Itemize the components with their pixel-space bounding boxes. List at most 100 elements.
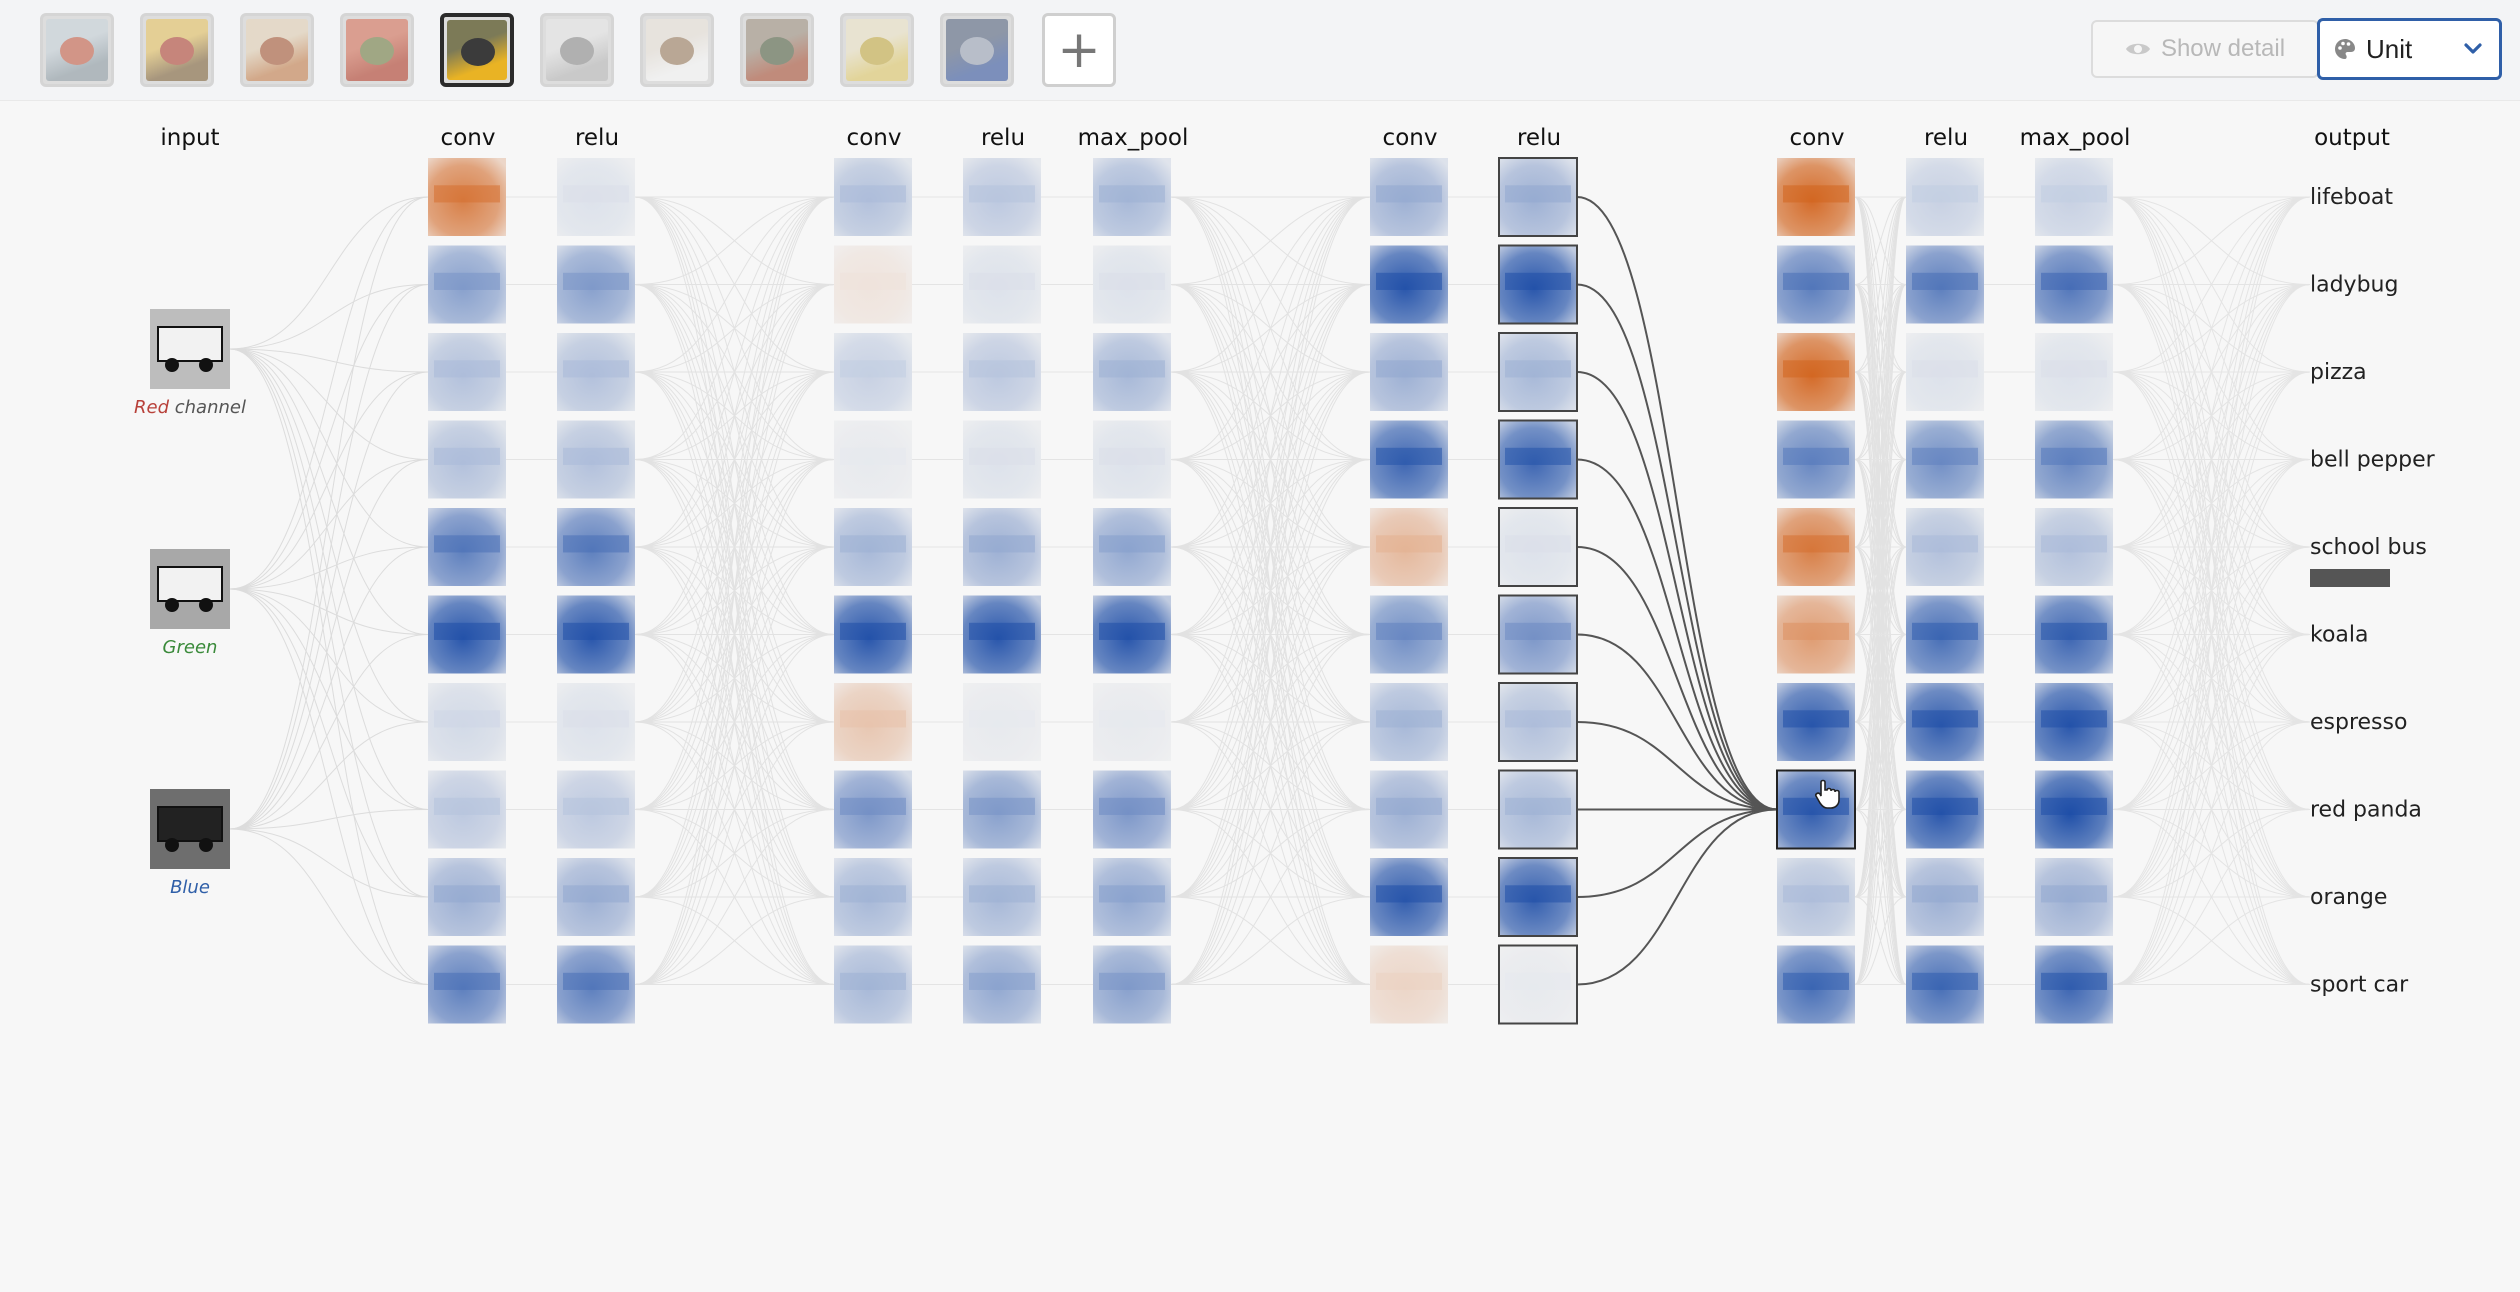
relu-2-node-5[interactable] xyxy=(963,508,1041,586)
red-channel-input[interactable] xyxy=(150,309,230,389)
relu-4-node-3[interactable] xyxy=(1906,333,1984,411)
relu-4-node-10[interactable] xyxy=(1906,945,1984,1024)
relu-2-node-3[interactable] xyxy=(963,333,1041,411)
relu-3-node-5[interactable] xyxy=(1498,507,1578,587)
relu-4-node-8[interactable] xyxy=(1906,770,1984,849)
relu-1-node-3[interactable] xyxy=(557,333,635,411)
conv-1-node-2[interactable] xyxy=(428,245,506,324)
conv-3-node-7[interactable] xyxy=(1370,683,1448,761)
maxpool-2-node-2[interactable] xyxy=(2035,245,2113,324)
conv-4-node-7[interactable] xyxy=(1777,683,1855,761)
conv-2-node-1[interactable] xyxy=(834,158,912,236)
thumbnail-red-panda[interactable] xyxy=(740,13,814,87)
maxpool-1-node-3[interactable] xyxy=(1093,333,1171,411)
conv-3-node-8[interactable] xyxy=(1370,770,1448,849)
relu-1-node-4[interactable] xyxy=(557,420,635,499)
maxpool-2-node-4[interactable] xyxy=(2035,420,2113,499)
relu-3-node-9[interactable] xyxy=(1498,857,1578,937)
maxpool-1-node-10[interactable] xyxy=(1093,945,1171,1024)
conv-4-node-9[interactable] xyxy=(1777,858,1855,936)
conv-4-node-8[interactable] xyxy=(1776,769,1856,850)
relu-3-node-8[interactable] xyxy=(1498,769,1578,850)
conv-4-node-1[interactable] xyxy=(1777,158,1855,236)
relu-4-node-7[interactable] xyxy=(1906,683,1984,761)
output-class-label[interactable]: sport car xyxy=(2310,973,2409,998)
output-class-label[interactable]: koala xyxy=(2310,623,2369,648)
conv-2-node-10[interactable] xyxy=(834,945,912,1024)
relu-1-node-10[interactable] xyxy=(557,945,635,1024)
maxpool-2-node-6[interactable] xyxy=(2035,595,2113,674)
maxpool-1-node-2[interactable] xyxy=(1093,245,1171,324)
conv-2-node-9[interactable] xyxy=(834,858,912,936)
conv-4-node-3[interactable] xyxy=(1777,333,1855,411)
relu-4-node-4[interactable] xyxy=(1906,420,1984,499)
relu-3-node-1[interactable] xyxy=(1498,157,1578,237)
conv-1-node-9[interactable] xyxy=(428,858,506,936)
relu-3-node-2[interactable] xyxy=(1498,244,1578,325)
conv-3-node-1[interactable] xyxy=(1370,158,1448,236)
maxpool-2-node-10[interactable] xyxy=(2035,945,2113,1024)
thumbnail-koala[interactable] xyxy=(540,13,614,87)
conv-4-node-4[interactable] xyxy=(1777,420,1855,499)
conv-2-node-4[interactable] xyxy=(834,420,912,499)
conv-4-node-5[interactable] xyxy=(1777,508,1855,586)
relu-3-node-3[interactable] xyxy=(1498,332,1578,412)
conv-3-node-6[interactable] xyxy=(1370,595,1448,674)
blue-channel-input[interactable] xyxy=(150,789,230,869)
conv-3-node-5[interactable] xyxy=(1370,508,1448,586)
relu-2-node-6[interactable] xyxy=(963,595,1041,674)
add-image-button[interactable]: + xyxy=(1042,13,1116,87)
output-class-label[interactable]: orange xyxy=(2310,885,2387,910)
relu-2-node-2[interactable] xyxy=(963,245,1041,324)
relu-1-node-6[interactable] xyxy=(557,595,635,674)
conv-1-node-10[interactable] xyxy=(428,945,506,1024)
green-channel-input[interactable] xyxy=(150,549,230,629)
thumbnail-school-bus[interactable] xyxy=(440,13,514,87)
conv-2-node-8[interactable] xyxy=(834,770,912,849)
conv-3-node-2[interactable] xyxy=(1370,245,1448,324)
maxpool-2-node-3[interactable] xyxy=(2035,333,2113,411)
maxpool-2-node-8[interactable] xyxy=(2035,770,2113,849)
conv-1-node-6[interactable] xyxy=(428,595,506,674)
relu-1-node-7[interactable] xyxy=(557,683,635,761)
conv-4-node-2[interactable] xyxy=(1777,245,1855,324)
relu-2-node-10[interactable] xyxy=(963,945,1041,1024)
relu-2-node-8[interactable] xyxy=(963,770,1041,849)
maxpool-2-node-9[interactable] xyxy=(2035,858,2113,936)
thumbnail-pizza[interactable] xyxy=(240,13,314,87)
maxpool-1-node-9[interactable] xyxy=(1093,858,1171,936)
output-class-label[interactable]: ladybug xyxy=(2310,273,2398,298)
maxpool-1-node-5[interactable] xyxy=(1093,508,1171,586)
conv-4-node-10[interactable] xyxy=(1777,945,1855,1024)
relu-1-node-5[interactable] xyxy=(557,508,635,586)
conv-2-node-3[interactable] xyxy=(834,333,912,411)
relu-2-node-1[interactable] xyxy=(963,158,1041,236)
maxpool-1-node-1[interactable] xyxy=(1093,158,1171,236)
thumbnail-ladybug[interactable] xyxy=(140,13,214,87)
conv-3-node-4[interactable] xyxy=(1370,420,1448,499)
maxpool-2-node-1[interactable] xyxy=(2035,158,2113,236)
conv-1-node-1[interactable] xyxy=(428,158,506,236)
maxpool-2-node-5[interactable] xyxy=(2035,508,2113,586)
conv-3-node-9[interactable] xyxy=(1370,858,1448,936)
relu-3-node-6[interactable] xyxy=(1498,594,1578,675)
relu-1-node-8[interactable] xyxy=(557,770,635,849)
maxpool-1-node-6[interactable] xyxy=(1093,595,1171,674)
thumbnail-bell-pepper[interactable] xyxy=(340,13,414,87)
relu-4-node-1[interactable] xyxy=(1906,158,1984,236)
output-class-label[interactable]: red panda xyxy=(2310,798,2422,823)
maxpool-1-node-7[interactable] xyxy=(1093,683,1171,761)
maxpool-1-node-8[interactable] xyxy=(1093,770,1171,849)
conv-4-node-6[interactable] xyxy=(1777,595,1855,674)
conv-1-node-8[interactable] xyxy=(428,770,506,849)
maxpool-2-node-7[interactable] xyxy=(2035,683,2113,761)
conv-1-node-5[interactable] xyxy=(428,508,506,586)
relu-1-node-2[interactable] xyxy=(557,245,635,324)
conv-3-node-10[interactable] xyxy=(1370,945,1448,1024)
relu-2-node-7[interactable] xyxy=(963,683,1041,761)
thumbnail-orange[interactable] xyxy=(840,13,914,87)
relu-3-node-10[interactable] xyxy=(1498,944,1578,1025)
relu-3-node-7[interactable] xyxy=(1498,682,1578,762)
relu-2-node-4[interactable] xyxy=(963,420,1041,499)
relu-3-node-4[interactable] xyxy=(1498,419,1578,500)
